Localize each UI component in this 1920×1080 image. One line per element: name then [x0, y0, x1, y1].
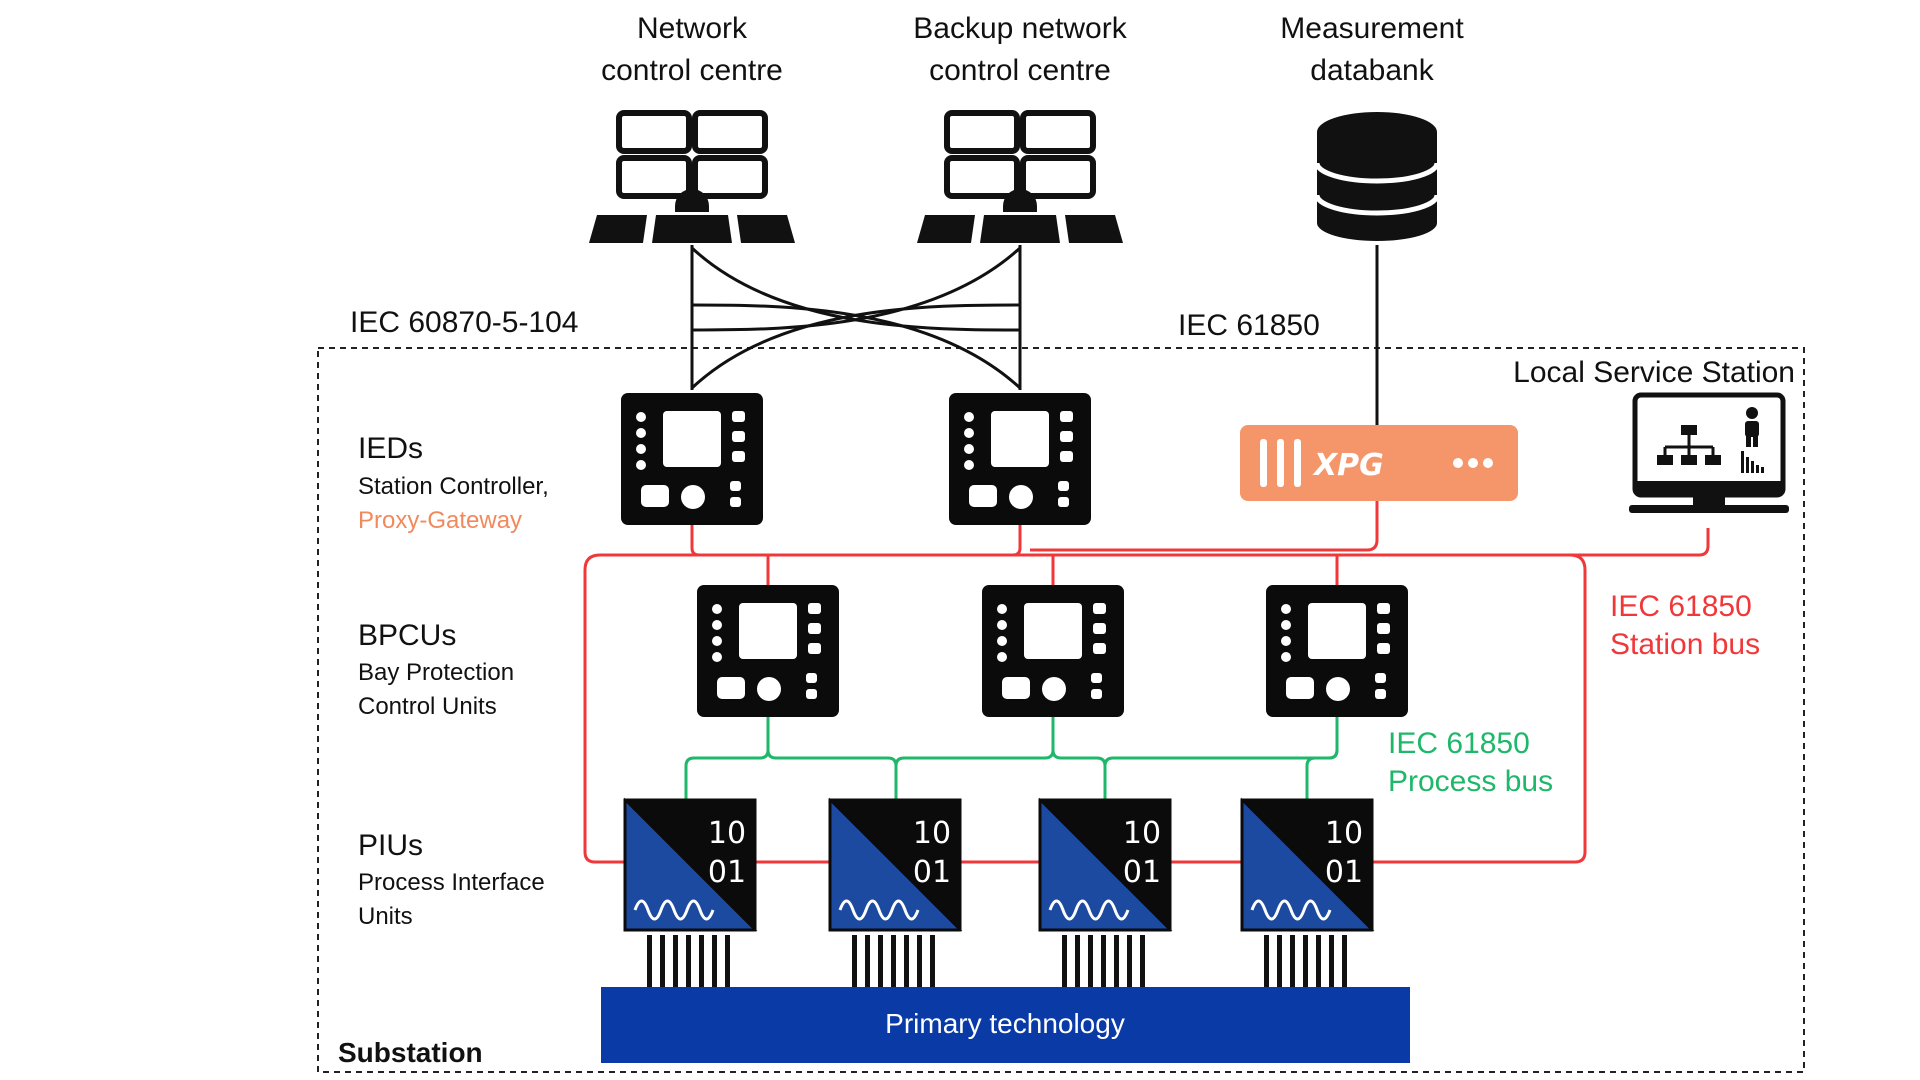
backup-control-centre-label-2: control centre	[929, 54, 1111, 87]
process-bus-label-1: IEC 61850	[1388, 727, 1530, 760]
piu-4: 10 01	[1240, 798, 1374, 932]
bpcu-1	[697, 585, 839, 717]
process-bus-label-2: Process bus	[1388, 765, 1553, 798]
network-control-centre-label: Network	[637, 12, 748, 45]
primary-technology-label: Primary technology	[885, 1008, 1125, 1039]
ieds-line2: Proxy-Gateway	[358, 507, 522, 534]
piu-1-bits-bottom: 01	[708, 855, 746, 890]
backup-line1: Backup network	[913, 12, 1127, 45]
bpcus-title: BPCUs	[358, 619, 456, 652]
piu-3-pins	[1062, 935, 1145, 987]
ncc-line1: Network	[637, 12, 748, 45]
backup-line2: control centre	[929, 54, 1111, 87]
piu-3: 10 01	[1038, 798, 1172, 932]
station-bus-label-2: Station bus	[1610, 628, 1760, 661]
piu-1-bits-top: 10	[708, 816, 746, 851]
piu-2-bits-bottom: 01	[913, 855, 951, 890]
piu-3-bits-top: 10	[1123, 816, 1161, 851]
local-service-station-monitor-icon	[1629, 392, 1789, 513]
database-icon	[1314, 112, 1440, 241]
piu-4-bits-bottom: 01	[1325, 855, 1363, 890]
piu-4-pins	[1264, 935, 1347, 987]
piu-4-bits-top: 10	[1325, 816, 1363, 851]
databank-line2: databank	[1310, 54, 1434, 87]
measurement-databank-label-2: databank	[1310, 54, 1434, 87]
bpcu-3	[1266, 585, 1408, 717]
ieds-line1: Station Controller,	[358, 473, 549, 500]
protocol-iec-60870-label: IEC 60870-5-104	[350, 306, 579, 339]
piu-2: 10 01	[828, 798, 962, 932]
local-service-station-label: Local Service Station	[1513, 356, 1795, 389]
piu-1-pins	[647, 935, 730, 987]
ied-station-controller-1	[621, 393, 763, 525]
substation-frame	[317, 347, 1805, 1073]
bpcus-line2: Control Units	[358, 693, 497, 720]
piu-2-pins	[852, 935, 935, 987]
station-bus-label-1: IEC 61850	[1610, 590, 1752, 623]
protocol-iec-61850-label: IEC 61850	[1178, 309, 1320, 342]
piu-1: 10 01	[623, 798, 757, 932]
bpcus-line1: Bay Protection	[358, 659, 514, 686]
control-centre-links	[690, 245, 1379, 425]
station-bus-lines	[583, 495, 1710, 864]
xpg-logo-text: XPG	[1312, 448, 1384, 483]
ieds-title: IEDs	[358, 432, 423, 465]
network-control-centre-icon	[589, 113, 795, 243]
xpg-proxy-gateway: XPG	[1240, 425, 1518, 501]
pius-line1: Process Interface	[358, 869, 545, 896]
piu-2-bits-top: 10	[913, 816, 951, 851]
ncc-line2: control centre	[601, 54, 783, 87]
network-control-centre-label-2: control centre	[601, 54, 783, 87]
substation-label: Substation	[338, 1037, 483, 1068]
pius-title: PIUs	[358, 829, 423, 862]
backup-control-centre-label: Backup network	[913, 12, 1127, 45]
bpcu-2	[982, 585, 1124, 717]
databank-line1: Measurement	[1280, 12, 1464, 45]
measurement-databank-label: Measurement	[1280, 12, 1464, 45]
process-bus-lines	[684, 717, 1339, 800]
piu-3-bits-bottom: 01	[1123, 855, 1161, 890]
primary-technology-bar	[601, 987, 1410, 1063]
ied-station-controller-2	[949, 393, 1091, 525]
backup-control-centre-icon	[917, 113, 1123, 243]
pius-line2: Units	[358, 903, 413, 930]
